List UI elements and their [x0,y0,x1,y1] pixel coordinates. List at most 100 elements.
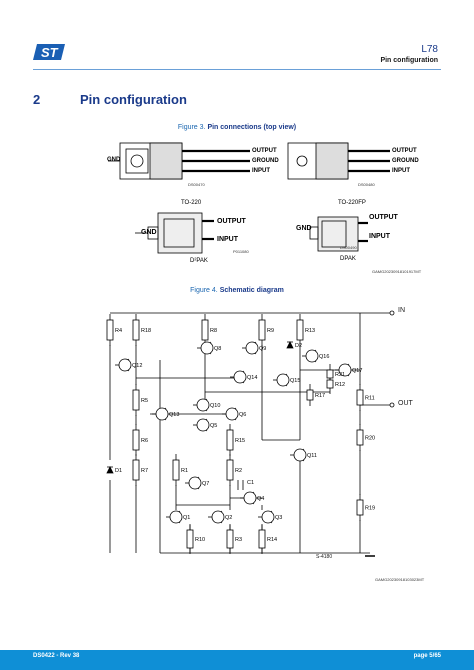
transistor [118,358,132,372]
transistor [305,349,319,363]
transistor [211,510,225,524]
resistor [258,319,266,341]
resistor [296,319,304,341]
component-label-q6: Q6 [239,412,246,418]
component-label-q13: Q13 [169,412,179,418]
component-label-q15: Q15 [290,378,300,384]
section-title: Pin configuration [80,92,187,107]
dpak-name: DPAK [340,256,356,262]
figure4-caption: Figure 4. Schematic diagram [0,287,474,294]
package-d2pak [135,212,214,254]
component-label-q5: Q5 [210,423,217,429]
resistor [356,429,364,446]
figure3-title: Pin connections (top view) [207,124,297,131]
in-terminal-dot [389,310,395,316]
resistor [258,529,266,549]
component-label-r11: R11 [365,396,375,402]
section-number: 2 [33,92,41,107]
svg-text:ST: ST [41,45,59,60]
d2pak-name: D²PAK [190,258,208,264]
resistor [132,459,140,481]
component-label-q1: Q1 [183,515,190,521]
transistor [233,370,247,384]
transistor [196,418,210,432]
terminal-in: IN [398,307,405,314]
resistor [172,459,180,481]
pin-connections-figure [108,142,390,254]
component-label-q7: Q7 [202,481,209,487]
component-label-q3: Q3 [275,515,282,521]
resistor [226,529,234,549]
component-label-r14: R14 [267,537,277,543]
footer-bar [0,650,474,670]
to220-code: DS00470 [188,182,205,187]
header-section-name: Pin configuration [380,57,438,64]
dpak-pin-input: INPUT [369,233,390,240]
resistor [356,499,364,516]
component-label-q8: Q8 [214,346,221,352]
out-terminal-dot [389,402,395,408]
component-label-r4: R4 [115,328,122,334]
footer-doc-id: DS0422 - Rev 38 [33,653,80,659]
component-label-r19: R19 [365,506,375,512]
to220-pin-output: OUTPUT [252,148,277,154]
component-label-r9: R9 [267,328,274,334]
resistor [226,429,234,451]
to220-pin-ground: GROUND [252,158,279,164]
resistor [326,379,334,389]
figure4-title: Schematic diagram [219,287,284,294]
component-label-c1: C1 [247,480,254,486]
figure4-label: Figure 4. [190,287,218,294]
component-label-r21: R21 [335,372,345,378]
transistor [200,341,214,355]
transistor [261,510,275,524]
component-label-d2: D2 [295,343,302,349]
package-dpak [309,216,368,252]
resistor [226,459,234,481]
header-rule [33,69,441,70]
resistor [201,319,209,341]
to220fp-pin-output: OUTPUT [392,148,417,154]
transistor [293,448,307,462]
st-logo: ST [33,44,65,60]
package-to220 [108,142,250,180]
component-label-r5: R5 [141,398,148,404]
to220-pin-input: INPUT [252,168,270,174]
transistor [243,491,257,505]
resistor [106,319,114,341]
diode [286,341,294,349]
dpak-code: DS00490 [340,245,357,250]
dpak-tab-label: GND [296,225,312,232]
component-label-q9: Q9 [259,346,266,352]
component-label-q4: Q4 [257,496,264,502]
schematic-code: S-4180 [316,554,333,560]
d2pak-pin-input: INPUT [217,236,238,243]
transistor [155,407,169,421]
to220-name: TO-220 [181,200,202,206]
terminal-out: OUT [398,400,413,407]
component-label-q10: Q10 [210,403,220,409]
package-to220fp [287,142,390,180]
component-label-r1: R1 [181,468,188,474]
transistor [225,407,239,421]
to220fp-name: TO-220FP [338,200,366,206]
diode [106,466,114,474]
figure4-ref: GAMG20230918103023MT [375,577,425,582]
resistor [132,389,140,411]
transistor [338,363,352,377]
transistor [188,476,202,490]
resistor [132,429,140,451]
d2pak-code: P011080 [233,249,249,254]
resistor [132,319,140,341]
resistor [186,529,194,549]
component-label-r3: R3 [235,537,242,543]
d2pak-pin-output: OUTPUT [217,218,246,225]
component-label-r13: R13 [305,328,315,334]
figure3-caption: Figure 3. Pin connections (top view) [0,124,474,131]
component-label-r7: R7 [141,468,148,474]
component-label-q16: Q16 [319,354,329,360]
component-label-r18: R18 [141,328,151,334]
resistor [356,389,364,406]
component-label-q11: Q11 [307,453,317,459]
